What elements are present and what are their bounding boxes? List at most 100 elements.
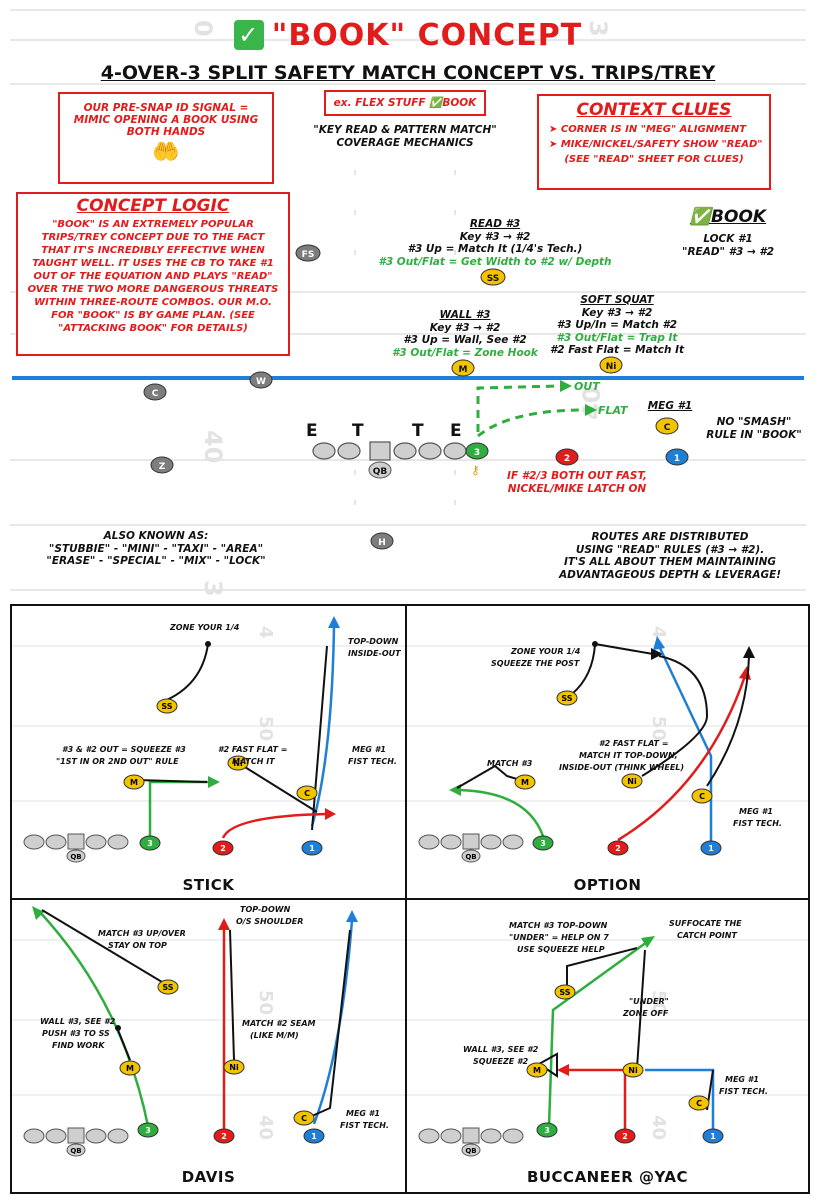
svg-text:M: M — [459, 365, 468, 375]
player-z: Z — [150, 456, 174, 474]
out-route — [476, 384, 561, 432]
field-number-3: 3 — [584, 20, 612, 37]
book-call-line1: LOCK #1 — [703, 233, 753, 246]
wall3-title: WALL #3 — [439, 309, 491, 321]
aka-title: ALSO KNOWN AS: — [103, 530, 209, 542]
context-clues-box: CONTEXT CLUES ➤ CORNER IS IN "MEG" ALIGN… — [537, 94, 771, 190]
stick-field-number-50: 50 — [255, 716, 276, 741]
svg-text:3: 3 — [474, 448, 480, 458]
soft-squat-block: SOFT SQUAT Key #3 → #2 #3 Up/In = Match … — [537, 294, 697, 357]
front-letter-t1: T — [352, 421, 364, 441]
check-icon: ✓ — [233, 20, 264, 50]
player-fs: FS — [295, 244, 321, 262]
svg-text:50: 50 — [648, 716, 669, 741]
svg-text:4: 4 — [648, 626, 669, 639]
svg-text:SS: SS — [559, 988, 570, 997]
svg-text:SS: SS — [162, 983, 173, 992]
svg-text:1: 1 — [309, 844, 315, 853]
svg-text:C: C — [301, 1114, 307, 1123]
context-clues-title: CONTEXT CLUES — [576, 100, 732, 120]
read3-line3: #3 Out/Flat = Get Width to #2 w/ Depth — [378, 255, 612, 268]
svg-text:QB: QB — [70, 853, 81, 861]
stick-field-number: 4 — [255, 626, 276, 639]
svg-text:M: M — [130, 778, 138, 787]
svg-text:SS: SS — [487, 274, 500, 284]
page-subtitle: 4-OVER-3 SPLIT SAFETY MATCH CONCEPT VS. … — [100, 62, 716, 84]
soft-squat-title: SOFT SQUAT — [580, 294, 654, 306]
wall3-line1: Key #3 → #2 — [429, 321, 501, 334]
offensive-line — [312, 441, 467, 461]
receiver-3: 3 — [465, 442, 489, 460]
soft-squat-line2: #3 Up/In = Match #2 — [556, 319, 678, 332]
svg-text:SS: SS — [561, 694, 572, 703]
soft-squat-line3: #3 Out/Flat = Trap It — [556, 331, 678, 344]
player-h: H — [370, 532, 394, 550]
svg-text:W: W — [256, 377, 266, 387]
read3-title: READ #3 — [469, 218, 521, 230]
field-number-40-right: 40 — [578, 387, 606, 420]
distribution-line4: ADVANTAGEOUS DEPTH & LEVERAGE! — [558, 568, 782, 581]
svg-text:40: 40 — [255, 1115, 276, 1140]
front-letter-t2: T — [412, 421, 424, 441]
example-box: ex. FLEX STUFF ✅BOOK — [324, 90, 486, 116]
field-number-3-bottom: 3 — [199, 580, 227, 597]
svg-text:3: 3 — [145, 1126, 151, 1135]
player-will: W — [249, 371, 273, 389]
svg-text:Ni: Ni — [229, 1063, 239, 1072]
player-nickel: Ni — [599, 356, 623, 374]
read3-line2: #3 Up = Match It (1/4's Tech.) — [407, 243, 583, 256]
panel-option-title: OPTION — [573, 876, 642, 894]
soft-squat-line1: Key #3 → #2 — [581, 306, 653, 319]
svg-text:M: M — [533, 1066, 541, 1075]
svg-text:50: 50 — [255, 990, 276, 1015]
svg-text:2: 2 — [622, 1132, 628, 1141]
latch-text: IF #2/3 BOTH OUT FAST, NICKEL/MIKE LATCH… — [507, 470, 647, 495]
svg-text:QB: QB — [373, 467, 388, 477]
player-corner-left: C — [143, 383, 167, 401]
signal-text: OUR PRE-SNAP ID SIGNAL = MIMIC OPENING A… — [73, 102, 259, 138]
panel-stick: 4 50 QB SS M Ni C 3 2 1 ZONE YOUR 1/4 TO… — [10, 604, 407, 900]
aka-line2: "ERASE" - "SPECIAL" - "MIX" - "LOCK" — [46, 555, 266, 568]
soft-squat-line4: #2 Fast Flat = Match It — [549, 344, 685, 357]
distribution-line3: IT'S ALL ABOUT THEM MAINTAINING — [563, 556, 777, 569]
svg-text:50: 50 — [648, 990, 669, 1015]
panel-buccaneer-title: BUCCANEER @YAC — [526, 1168, 689, 1186]
top-field: 0 3 40 40 3 OUT FLAT E T T E QB FS SS M … — [10, 9, 806, 597]
front-letter-e2: E — [450, 421, 462, 441]
field-number-0: 0 — [189, 20, 217, 37]
aka-line1: "STUBBIE" - "MINI" - "TAXI" - "AREA" — [48, 542, 264, 555]
player-corner-right: C — [655, 417, 679, 435]
svg-text:Ni: Ni — [627, 777, 637, 786]
player-ss: SS — [480, 268, 506, 286]
out-label: OUT — [574, 380, 601, 393]
svg-text:1: 1 — [674, 454, 680, 464]
svg-text:C: C — [696, 1099, 702, 1108]
player-qb: QB — [368, 461, 392, 479]
svg-text:TOP-DOWN O/S SHOULDER: TOP-DOWN O/S SHOULDER MATCH #3 UP/OVER S… — [40, 905, 389, 1130]
svg-text:3: 3 — [540, 839, 546, 848]
buccaneer-diagram: 50 40 QB SS M Ni C 3 2 1 MATCH #3 TOP-DO… — [407, 919, 808, 1157]
svg-text:FS: FS — [302, 250, 315, 260]
svg-text:1: 1 — [710, 1132, 716, 1141]
davis-diagram: 50 40 QB SS M Ni C 3 2 1 TOP-DOWN O/S SH… — [12, 905, 405, 1157]
aka-block: ALSO KNOWN AS: "STUBBIE" - "MINI" - "TAX… — [26, 530, 286, 568]
field-number-40: 40 — [199, 430, 227, 463]
svg-text:C: C — [304, 789, 310, 798]
read3-block: READ #3 Key #3 → #2 #3 Up = Match It (1/… — [360, 218, 630, 268]
svg-text:H: H — [378, 538, 386, 548]
concept-logic-title: CONCEPT LOGIC — [76, 196, 230, 216]
concept-logic-box: CONCEPT LOGIC "BOOK" IS AN EXTREMELY POP… — [16, 192, 290, 356]
svg-text:2: 2 — [615, 844, 621, 853]
wall3-block: WALL #3 Key #3 → #2 #3 Up = Wall, See #2… — [380, 309, 550, 359]
concept-logic-text: "BOOK" IS AN EXTREMELY POPULAR TRIPS/TRE… — [27, 219, 279, 334]
wall3-line2: #3 Up = Wall, See #2 — [403, 334, 527, 347]
panel-davis-title: DAVIS — [181, 1168, 236, 1186]
svg-text:C: C — [152, 389, 159, 399]
svg-text:2: 2 — [220, 844, 226, 853]
book-call-block: ✅BOOK LOCK #1 "READ" #3 → #2 — [668, 207, 788, 259]
panel-option: 4 50 QB SS M Ni C 3 2 1 ZONE YOUR 1/4 SQ… — [405, 604, 810, 900]
svg-text:Z: Z — [159, 462, 166, 472]
context-clue-1: ➤ CORNER IS IN "MEG" ALIGNMENT — [549, 124, 747, 135]
distribution-line1: ROUTES ARE DISTRIBUTED — [591, 531, 749, 543]
panel-davis: 50 40 QB SS M Ni C 3 2 1 TOP-DOWN O/S SH… — [10, 898, 407, 1194]
